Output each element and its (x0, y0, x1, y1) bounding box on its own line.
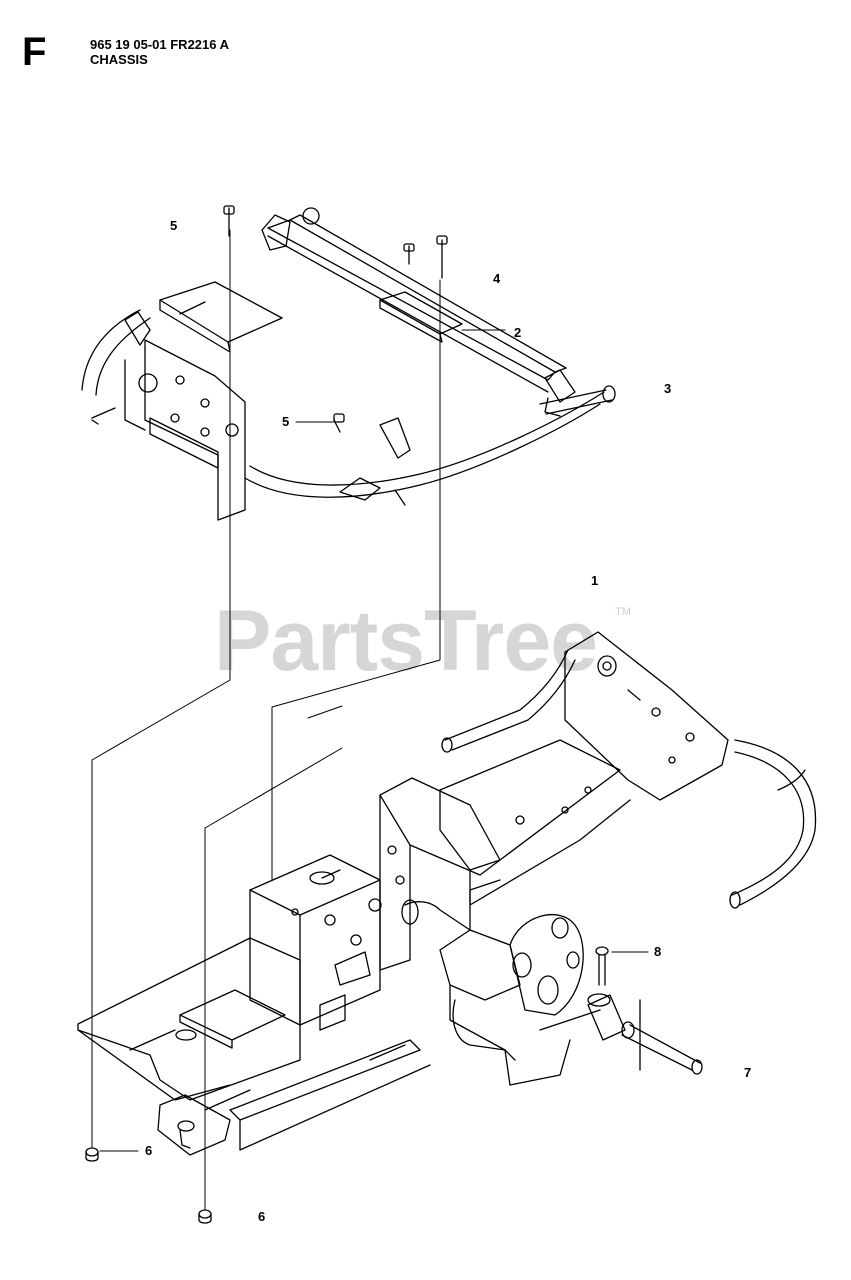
callout-5-upper-bolt: 5 (170, 218, 178, 233)
part-code: 965 19 05-01 FR2216 A (90, 37, 230, 52)
lower-chassis-frame (77, 631, 817, 1156)
callout-5-lower-bolt: 5 (282, 414, 290, 429)
sheet-letter: F (22, 30, 47, 74)
upper-frame-assembly (81, 205, 616, 521)
callout-3-front-tube: 3 (664, 381, 672, 396)
callout-2-cross-member: 2 (514, 325, 522, 340)
pivot-pin-part-7 (587, 993, 703, 1075)
callout-1-chassis: 1 (591, 573, 599, 588)
section-title: CHASSIS (90, 52, 148, 67)
callout-6-nut-bottom: 6 (258, 1209, 266, 1224)
bolt-part-8 (595, 946, 609, 986)
nuts-part-6 (85, 1147, 212, 1224)
callout-7-pin: 7 (744, 1065, 752, 1080)
callout-8-bolt: 8 (654, 944, 662, 959)
callout-6-nut-left: 6 (145, 1143, 153, 1158)
callout-4-bolt: 4 (493, 271, 501, 286)
leader-lines (91, 229, 649, 1211)
watermark-trademark: TM (615, 606, 631, 618)
